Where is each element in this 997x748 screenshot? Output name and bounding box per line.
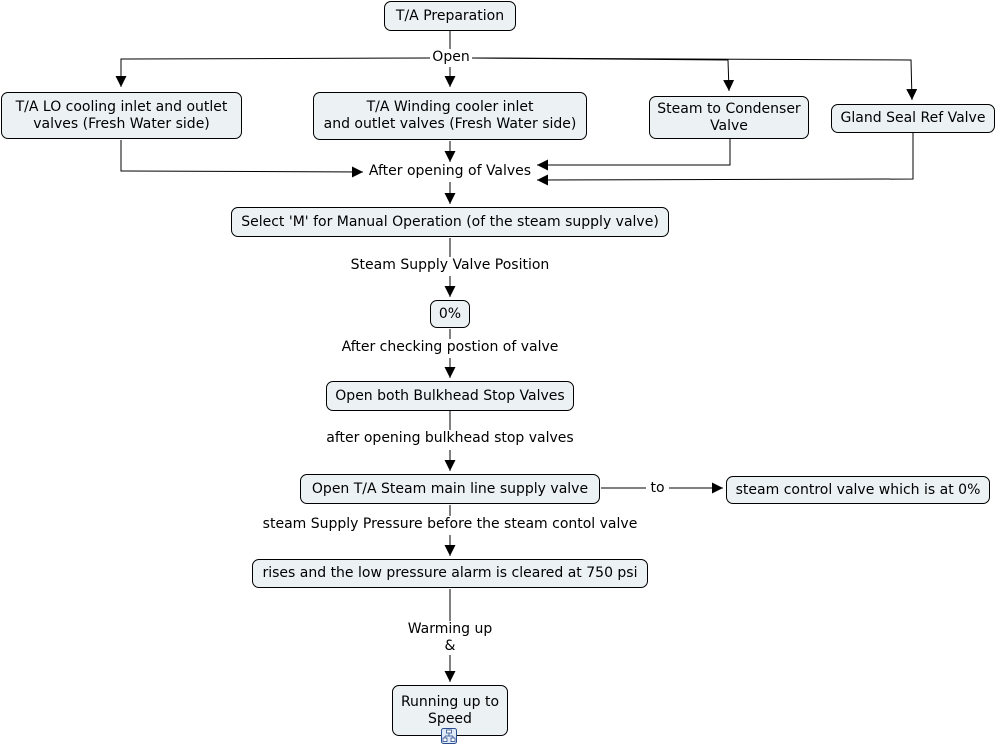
node-select-manual-operation[interactable]: Select 'M' for Manual Operation (of the … bbox=[231, 207, 669, 237]
concept-map-icon[interactable] bbox=[441, 728, 457, 744]
connector-open-gland bbox=[471, 57, 918, 101]
node-winding-cooler-valves[interactable]: T/A Winding cooler inlet and outlet valv… bbox=[313, 92, 587, 140]
link-after-checking-position[interactable]: After checking postion of valve bbox=[336, 339, 564, 356]
connector-condenser-after bbox=[537, 139, 731, 171]
node-gland-seal-ref-valve[interactable]: Gland Seal Ref Valve bbox=[831, 104, 995, 133]
link-to[interactable]: to bbox=[646, 480, 669, 497]
link-after-opening-of-valves[interactable]: After opening of Valves bbox=[365, 163, 535, 180]
node-steam-control-valve[interactable]: steam control valve which is at 0% bbox=[726, 476, 990, 504]
link-after-opening-bulkhead[interactable]: after opening bulkhead stop valves bbox=[320, 430, 580, 447]
node-open-steam-main-line[interactable]: Open T/A Steam main line supply valve bbox=[300, 474, 600, 504]
link-steam-supply-valve-position[interactable]: Steam Supply Valve Position bbox=[343, 257, 557, 274]
link-open[interactable]: Open bbox=[430, 49, 472, 66]
node-low-pressure-alarm-cleared[interactable]: rises and the low pressure alarm is clea… bbox=[252, 559, 648, 588]
node-zero-percent[interactable]: 0% bbox=[430, 300, 470, 328]
connector-open-lo bbox=[115, 57, 431, 87]
node-ta-preparation[interactable]: T/A Preparation bbox=[384, 1, 516, 31]
connector-lo-after bbox=[120, 140, 364, 178]
node-lo-cooling-valves[interactable]: T/A LO cooling inlet and outlet valves (… bbox=[1, 92, 242, 139]
node-open-bulkhead-stop-valves[interactable]: Open both Bulkhead Stop Valves bbox=[326, 381, 574, 411]
node-steam-to-condenser-valve[interactable]: Steam to Condenser Valve bbox=[649, 96, 809, 139]
link-steam-supply-pressure[interactable]: steam Supply Pressure before the steam c… bbox=[256, 516, 644, 533]
link-warming-up[interactable]: Warming up & bbox=[400, 621, 500, 655]
node-running-up-to-speed[interactable]: Running up to Speed bbox=[392, 685, 508, 736]
connector-gland-after bbox=[536, 133, 914, 186]
connector-open-condenser bbox=[471, 57, 735, 92]
